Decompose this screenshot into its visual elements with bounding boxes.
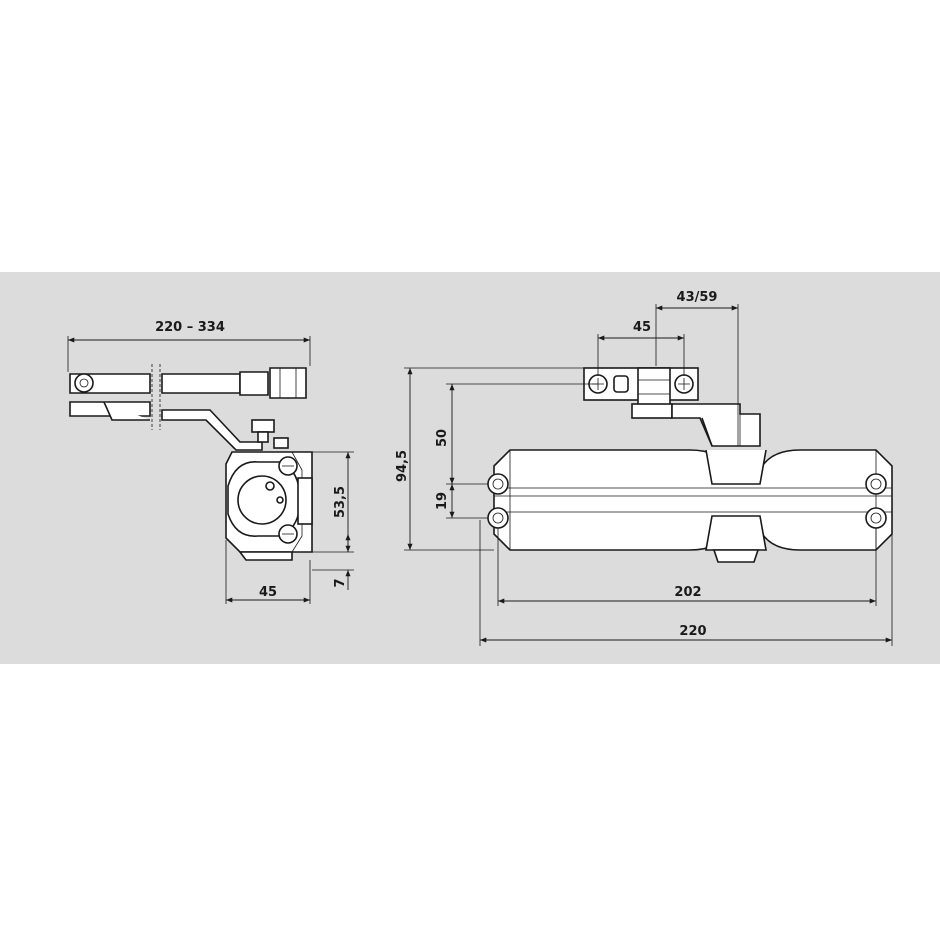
dim-side-width-label: 45 <box>259 585 277 600</box>
front-view-bracket <box>583 367 761 447</box>
dim-arm-height-label: 50 <box>435 429 450 447</box>
dim-hole-spacing-h-label: 202 <box>674 585 701 600</box>
dim-bracket-width-label: 45 <box>633 320 651 335</box>
dim-arm-span-label: 220 – 334 <box>155 320 225 335</box>
dim-total-height-label: 94,5 <box>395 450 410 482</box>
side-view-body <box>225 451 313 561</box>
dim-hole-spacing-v-label: 19 <box>435 492 450 510</box>
side-view-dimensions <box>67 336 354 604</box>
side-view-arm <box>69 364 307 451</box>
dim-bracket-range-label: 43/59 <box>677 290 718 305</box>
front-view-dimensions <box>404 304 893 646</box>
dim-side-height-label: 53,5 <box>333 486 348 518</box>
dim-body-length-label: 220 <box>679 624 706 639</box>
side-view <box>67 336 354 604</box>
side-view-screw <box>251 419 289 449</box>
dim-side-offset-label: 7 <box>333 578 348 587</box>
front-view-body <box>487 449 893 563</box>
front-view <box>404 304 893 646</box>
